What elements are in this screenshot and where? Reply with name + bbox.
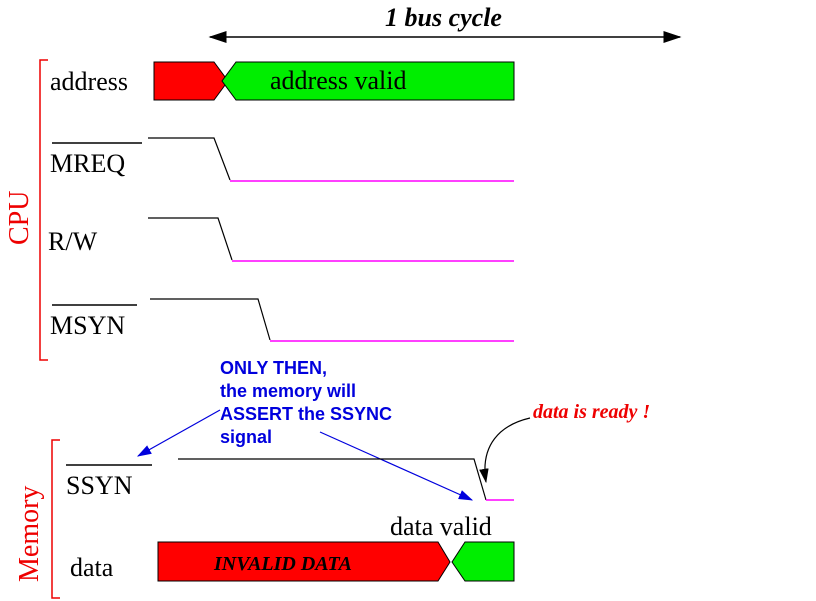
annotation-line-3: ASSERT the SSYNC — [220, 404, 392, 424]
mreq-waveform-high — [148, 137, 231, 181]
annotation-arrow-to-ssyn-label — [136, 409, 221, 457]
annotation-text: ONLY THEN, the memory will ASSERT the SS… — [220, 358, 392, 447]
cpu-bracket — [39, 59, 48, 361]
annotation-line-4: signal — [220, 427, 272, 447]
annotation-line-1: ONLY THEN, — [220, 358, 327, 378]
signal-mreq-label: MREQ — [50, 149, 125, 178]
data-invalid-segment — [157, 541, 451, 582]
data-ready-arrow — [479, 417, 531, 484]
data-ready-note: data is ready ! — [533, 401, 650, 423]
memory-group-label: Memory — [14, 486, 45, 582]
address-valid-segment — [221, 61, 515, 101]
annotation-arrow-to-ssyn-edge — [319, 431, 474, 501]
bus-cycle-label: 1 bus cycle — [385, 3, 502, 32]
signal-rw-label: R/W — [48, 227, 98, 256]
data-valid-label: data valid — [390, 512, 492, 541]
address-invalid-segment — [153, 61, 229, 101]
annotation-line-2: the memory will — [220, 381, 356, 401]
signal-msyn-label: MSYN — [50, 311, 125, 340]
signal-ssyn-label: SSYN — [66, 471, 133, 500]
cpu-group-label: CPU — [4, 191, 35, 245]
rw-waveform-high — [148, 217, 233, 261]
signal-address-label: address — [50, 67, 128, 96]
address-valid-label: address valid — [270, 66, 406, 95]
ssyn-waveform-high — [178, 458, 487, 501]
msyn-waveform-high — [150, 298, 271, 341]
memory-bracket — [51, 439, 60, 599]
invalid-data-label: INVALID DATA — [213, 553, 352, 575]
signal-data-label: data — [70, 553, 114, 582]
data-valid-segment — [451, 541, 515, 582]
